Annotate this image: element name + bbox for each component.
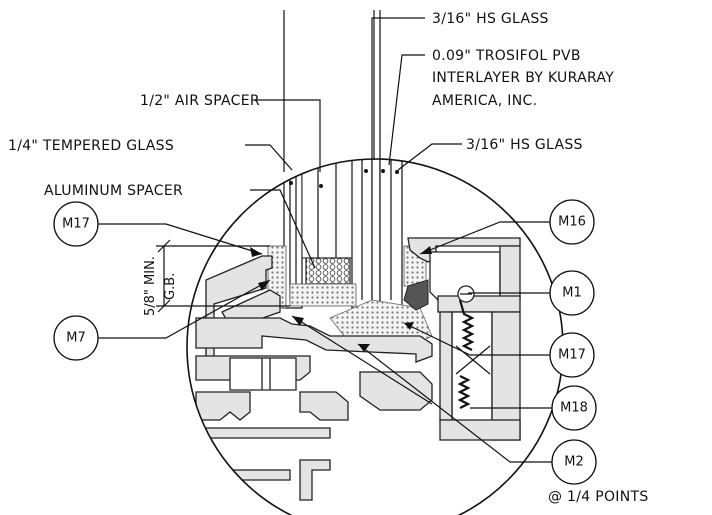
label-pvb-line2: INTERLAYER BY KURARAY xyxy=(432,70,614,86)
pvb-interlayer xyxy=(371,159,381,309)
label-aluminum-spacer: ALUMINUM SPACER xyxy=(44,183,183,199)
aluminum-spacer xyxy=(305,257,351,285)
callout-m2-text: M2 xyxy=(564,455,584,470)
label-glass-bite-gb: G.B. xyxy=(163,273,178,300)
callout-m7: M7 xyxy=(53,315,99,361)
section-detail xyxy=(195,159,521,501)
label-hs-glass-mid: 3/16" HS GLASS xyxy=(466,137,583,153)
label-glass-bite-min: 5/8" MIN. xyxy=(143,256,158,316)
callout-m18-text: M18 xyxy=(560,401,588,416)
leader-lines xyxy=(98,17,552,463)
callout-m16: M16 xyxy=(549,199,595,245)
arrowheads xyxy=(250,246,432,352)
air-space xyxy=(301,159,353,259)
secondary-seal xyxy=(289,283,357,307)
callout-m7-text: M7 xyxy=(66,331,86,346)
label-points-note: @ 1/4 POINTS xyxy=(548,489,649,505)
callout-m17-left: M17 xyxy=(53,201,99,247)
insulated-glass-unit xyxy=(283,159,403,309)
callout-m1: M1 xyxy=(549,270,595,316)
callout-m18: M18 xyxy=(551,385,597,431)
label-hs-glass-top: 3/16" HS GLASS xyxy=(432,11,549,27)
callout-m17-left-text: M17 xyxy=(62,217,90,232)
callout-m16-text: M16 xyxy=(558,215,586,230)
callout-m17-right: M17 xyxy=(549,332,595,378)
label-pvb-line3: AMERICA, INC. xyxy=(432,93,537,109)
label-tempered-glass: 1/4" TEMPERED GLASS xyxy=(8,138,174,154)
callout-m2: M2 xyxy=(551,439,597,485)
callout-m1-text: M1 xyxy=(562,286,582,301)
left-frame-extrusion xyxy=(195,255,433,501)
label-pvb-line1: 0.09" TROSIFOL PVB xyxy=(432,48,581,64)
label-air-spacer: 1/2" AIR SPACER xyxy=(140,93,260,109)
callout-m17-right-text: M17 xyxy=(558,348,586,363)
